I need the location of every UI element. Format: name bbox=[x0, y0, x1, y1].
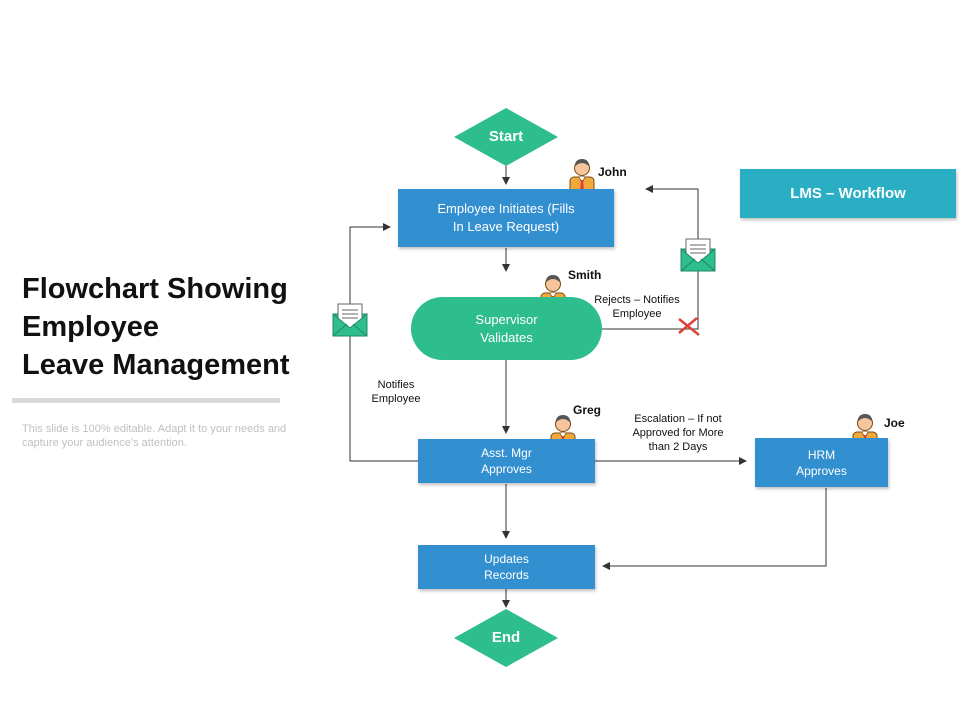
annotation-line: Escalation – If not bbox=[634, 413, 722, 425]
node-line: Updates bbox=[484, 552, 529, 566]
person-name-greg: Greg bbox=[573, 403, 602, 417]
node-line: In Leave Request) bbox=[452, 219, 560, 234]
node-line: Approves bbox=[481, 462, 532, 476]
node-line: Supervisor bbox=[475, 311, 538, 327]
end-diamond bbox=[454, 609, 558, 667]
node-line: Approves bbox=[796, 463, 847, 478]
title-divider bbox=[12, 398, 280, 403]
subtitle: This slide is 100% editable. Adapt it to… bbox=[22, 423, 287, 449]
title-line: Employee bbox=[22, 311, 159, 343]
annotation-line: Notifies bbox=[377, 379, 415, 391]
title-line: Leave Management bbox=[22, 349, 290, 381]
person-name-smith: Smith bbox=[568, 268, 602, 282]
node-line: Validates bbox=[480, 329, 533, 345]
rejects-annotation: Rejects – Notifies Employee bbox=[582, 293, 692, 321]
updates-records-box: Updates Records bbox=[418, 545, 595, 589]
node-line: Records bbox=[484, 568, 529, 582]
lms-workflow-badge: LMS – Workflow bbox=[740, 169, 956, 218]
supervisor-validates-node: Supervisor Validates bbox=[411, 297, 602, 360]
page-title: Flowchart Showing Employee Leave Managem… bbox=[22, 270, 342, 384]
node-line: HRM bbox=[807, 447, 836, 462]
node-line: Asst. Mgr bbox=[481, 446, 532, 460]
annotation-line: Employee bbox=[612, 308, 662, 320]
start-label: Start bbox=[488, 128, 524, 145]
escalation-annotation: Escalation – If not Approved for More th… bbox=[618, 412, 738, 454]
annotation-line: Rejects – Notifies bbox=[594, 294, 680, 306]
reject-x-icon bbox=[678, 317, 700, 336]
title-line: Flowchart Showing bbox=[22, 273, 288, 305]
person-name-john: John bbox=[598, 165, 627, 179]
envelope-icon bbox=[680, 238, 716, 272]
envelope-icon bbox=[332, 303, 368, 337]
asst-mgr-approves-box: Asst. Mgr Approves bbox=[418, 439, 595, 483]
annotation-line: Employee bbox=[371, 393, 421, 405]
annotation-line: than 2 Days bbox=[648, 441, 708, 453]
end-label: End bbox=[491, 629, 521, 646]
annotation-line: Approved for More bbox=[632, 427, 724, 439]
notifies-annotation: Notifies Employee bbox=[356, 378, 436, 406]
person-name-joe: Joe bbox=[884, 416, 905, 430]
employee-initiates-box: Employee Initiates (Fills In Leave Reque… bbox=[398, 189, 614, 247]
start-diamond bbox=[454, 108, 558, 166]
node-line: Employee Initiates (Fills bbox=[437, 201, 575, 216]
hrm-approves-box: HRM Approves bbox=[755, 438, 888, 487]
